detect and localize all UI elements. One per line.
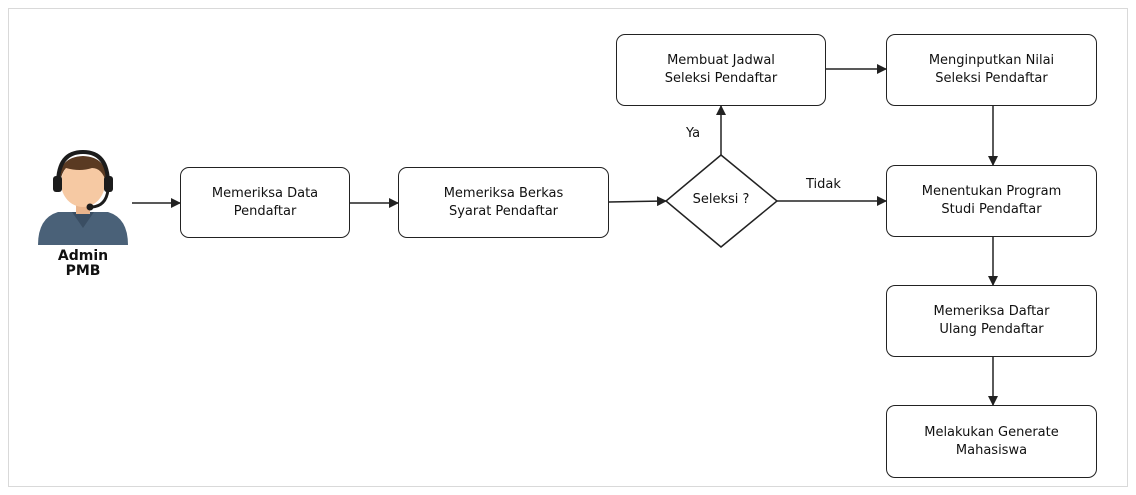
process-memeriksa-data: Memeriksa Data Pendaftar [180, 167, 350, 238]
process-generate-mahasiswa: Melakukan Generate Mahasiswa [886, 405, 1097, 478]
process-menentukan-prodi: Menentukan Program Studi Pendaftar [886, 165, 1097, 237]
process-menginputkan-nilai: Menginputkan Nilai Seleksi Pendaftar [886, 34, 1097, 106]
process-memeriksa-daftar-ulang: Memeriksa Daftar Ulang Pendaftar [886, 285, 1097, 357]
edge-label-tidak: Tidak [806, 177, 841, 192]
process-membuat-jadwal: Membuat Jadwal Seleksi Pendaftar [616, 34, 826, 106]
actor-name-line2: PMB [65, 263, 101, 280]
call-center-agent-icon [38, 149, 128, 245]
actor-name-line1: Admin [57, 248, 109, 264]
process-memeriksa-berkas: Memeriksa Berkas Syarat Pendaftar [398, 167, 609, 238]
actor-name: Admin PMB [48, 248, 118, 280]
arrow-berkas-to-decision [608, 196, 667, 207]
edge-label-ya: Ya [686, 126, 701, 141]
decision-label: Seleksi ? [692, 192, 750, 207]
decision-diamond [664, 154, 779, 248]
